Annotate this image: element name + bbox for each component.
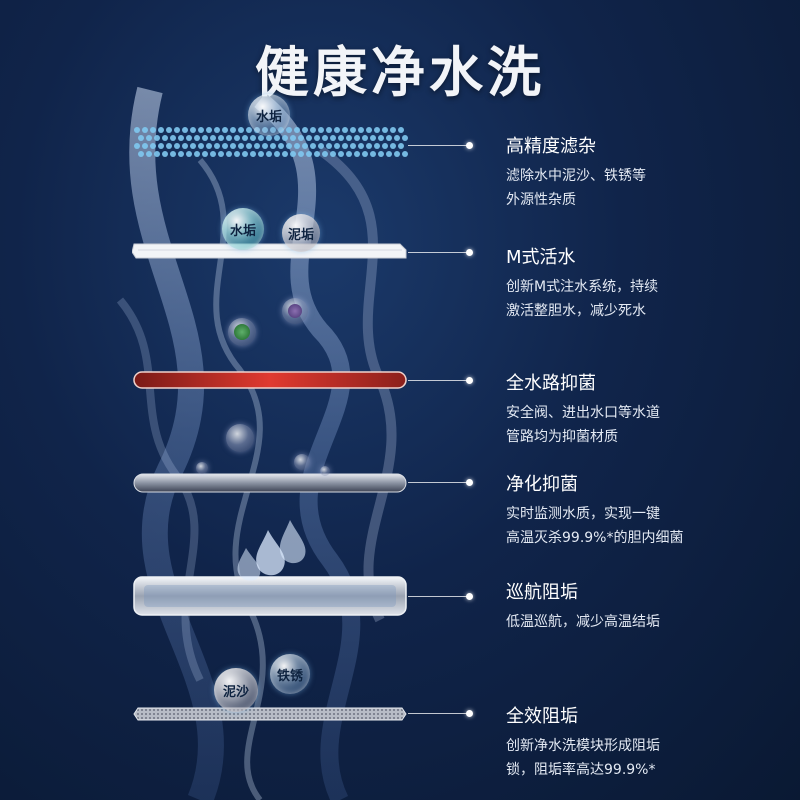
connector-line <box>408 145 470 146</box>
feature-heading: 全水路抑菌 <box>506 373 596 394</box>
cruise-scale-frame-layer <box>133 576 407 616</box>
scale-bubble-mid: 水垢 <box>222 208 264 250</box>
connector-dot <box>466 377 473 384</box>
info-block-purification: 净化抑菌 实时监测水质，实现一键 高温灭杀99.9%*的胆内细菌 <box>506 470 796 550</box>
feature-description: 高温灭杀99.9%*的胆内细菌 <box>506 530 684 546</box>
bacteria-bubble-icon <box>228 318 256 346</box>
feature-heading: 高精度滤杂 <box>506 136 596 157</box>
water-bubble-icon <box>226 424 254 452</box>
m-style-plate-layer <box>132 243 407 259</box>
connector-dot <box>466 593 473 600</box>
sand-bubble-bottom: 泥沙 <box>214 668 258 712</box>
feature-description: 锁，阻垢率高达99.9%* <box>506 762 656 778</box>
connector-dot <box>466 249 473 256</box>
info-block-anti-scale: 全效阻垢 创新净水洗模块形成阻垢 锁，阻垢率高达99.9%* <box>506 702 796 782</box>
feature-description: 安全阀、进出水口等水道 <box>506 405 660 421</box>
feature-heading: 巡航阻垢 <box>506 582 578 603</box>
connector-dot <box>466 710 473 717</box>
scale-bubble-top: 水垢 <box>248 94 290 136</box>
connector-dot <box>466 479 473 486</box>
connector-line <box>408 252 470 253</box>
anti-scale-mesh-layer <box>133 707 407 721</box>
info-block-cruise: 巡航阻垢 低温巡航，减少高温结垢 <box>506 578 796 634</box>
sludge-bubble-mid: 泥垢 <box>282 214 320 252</box>
feature-description: 外源性杂质 <box>506 192 576 208</box>
feature-description: 激活整胆水，减少死水 <box>506 303 646 319</box>
page-title: 健康净水洗 <box>255 41 545 104</box>
bacteria-bubble-icon <box>282 298 308 324</box>
feature-description: 管路均为抑菌材质 <box>506 429 618 445</box>
feature-description: 低温巡航，减少高温结垢 <box>506 614 660 630</box>
info-block-m-water: M式活水 创新M式注水系统，持续 激活整胆水，减少死水 <box>506 243 796 323</box>
connector-line <box>408 380 470 381</box>
water-bubble-icon <box>294 454 310 470</box>
info-block-filter: 高精度滤杂 滤除水中泥沙、铁锈等 外源性杂质 <box>506 132 796 212</box>
info-block-antibacterial-pipes: 全水路抑菌 安全阀、进出水口等水道 管路均为抑菌材质 <box>506 369 796 449</box>
connector-line <box>408 596 470 597</box>
feature-heading: M式活水 <box>506 247 576 268</box>
feature-heading: 净化抑菌 <box>506 474 578 495</box>
feature-description: 实时监测水质，实现一键 <box>506 506 660 522</box>
feature-description: 创新净水洗模块形成阻垢 <box>506 738 660 754</box>
purification-disc-layer <box>133 473 407 493</box>
connector-line <box>408 713 470 714</box>
antibacterial-pipe-ring-layer <box>133 371 407 389</box>
feature-heading: 全效阻垢 <box>506 706 578 727</box>
water-bubble-icon <box>196 462 208 474</box>
rust-bubble-bottom: 铁锈 <box>270 654 310 694</box>
water-bubble-icon <box>320 466 330 476</box>
connector-dot <box>466 142 473 149</box>
filter-mesh-layer <box>134 127 408 157</box>
feature-description: 创新M式注水系统，持续 <box>506 279 659 295</box>
feature-description: 滤除水中泥沙、铁锈等 <box>506 168 646 184</box>
connector-line <box>408 482 470 483</box>
